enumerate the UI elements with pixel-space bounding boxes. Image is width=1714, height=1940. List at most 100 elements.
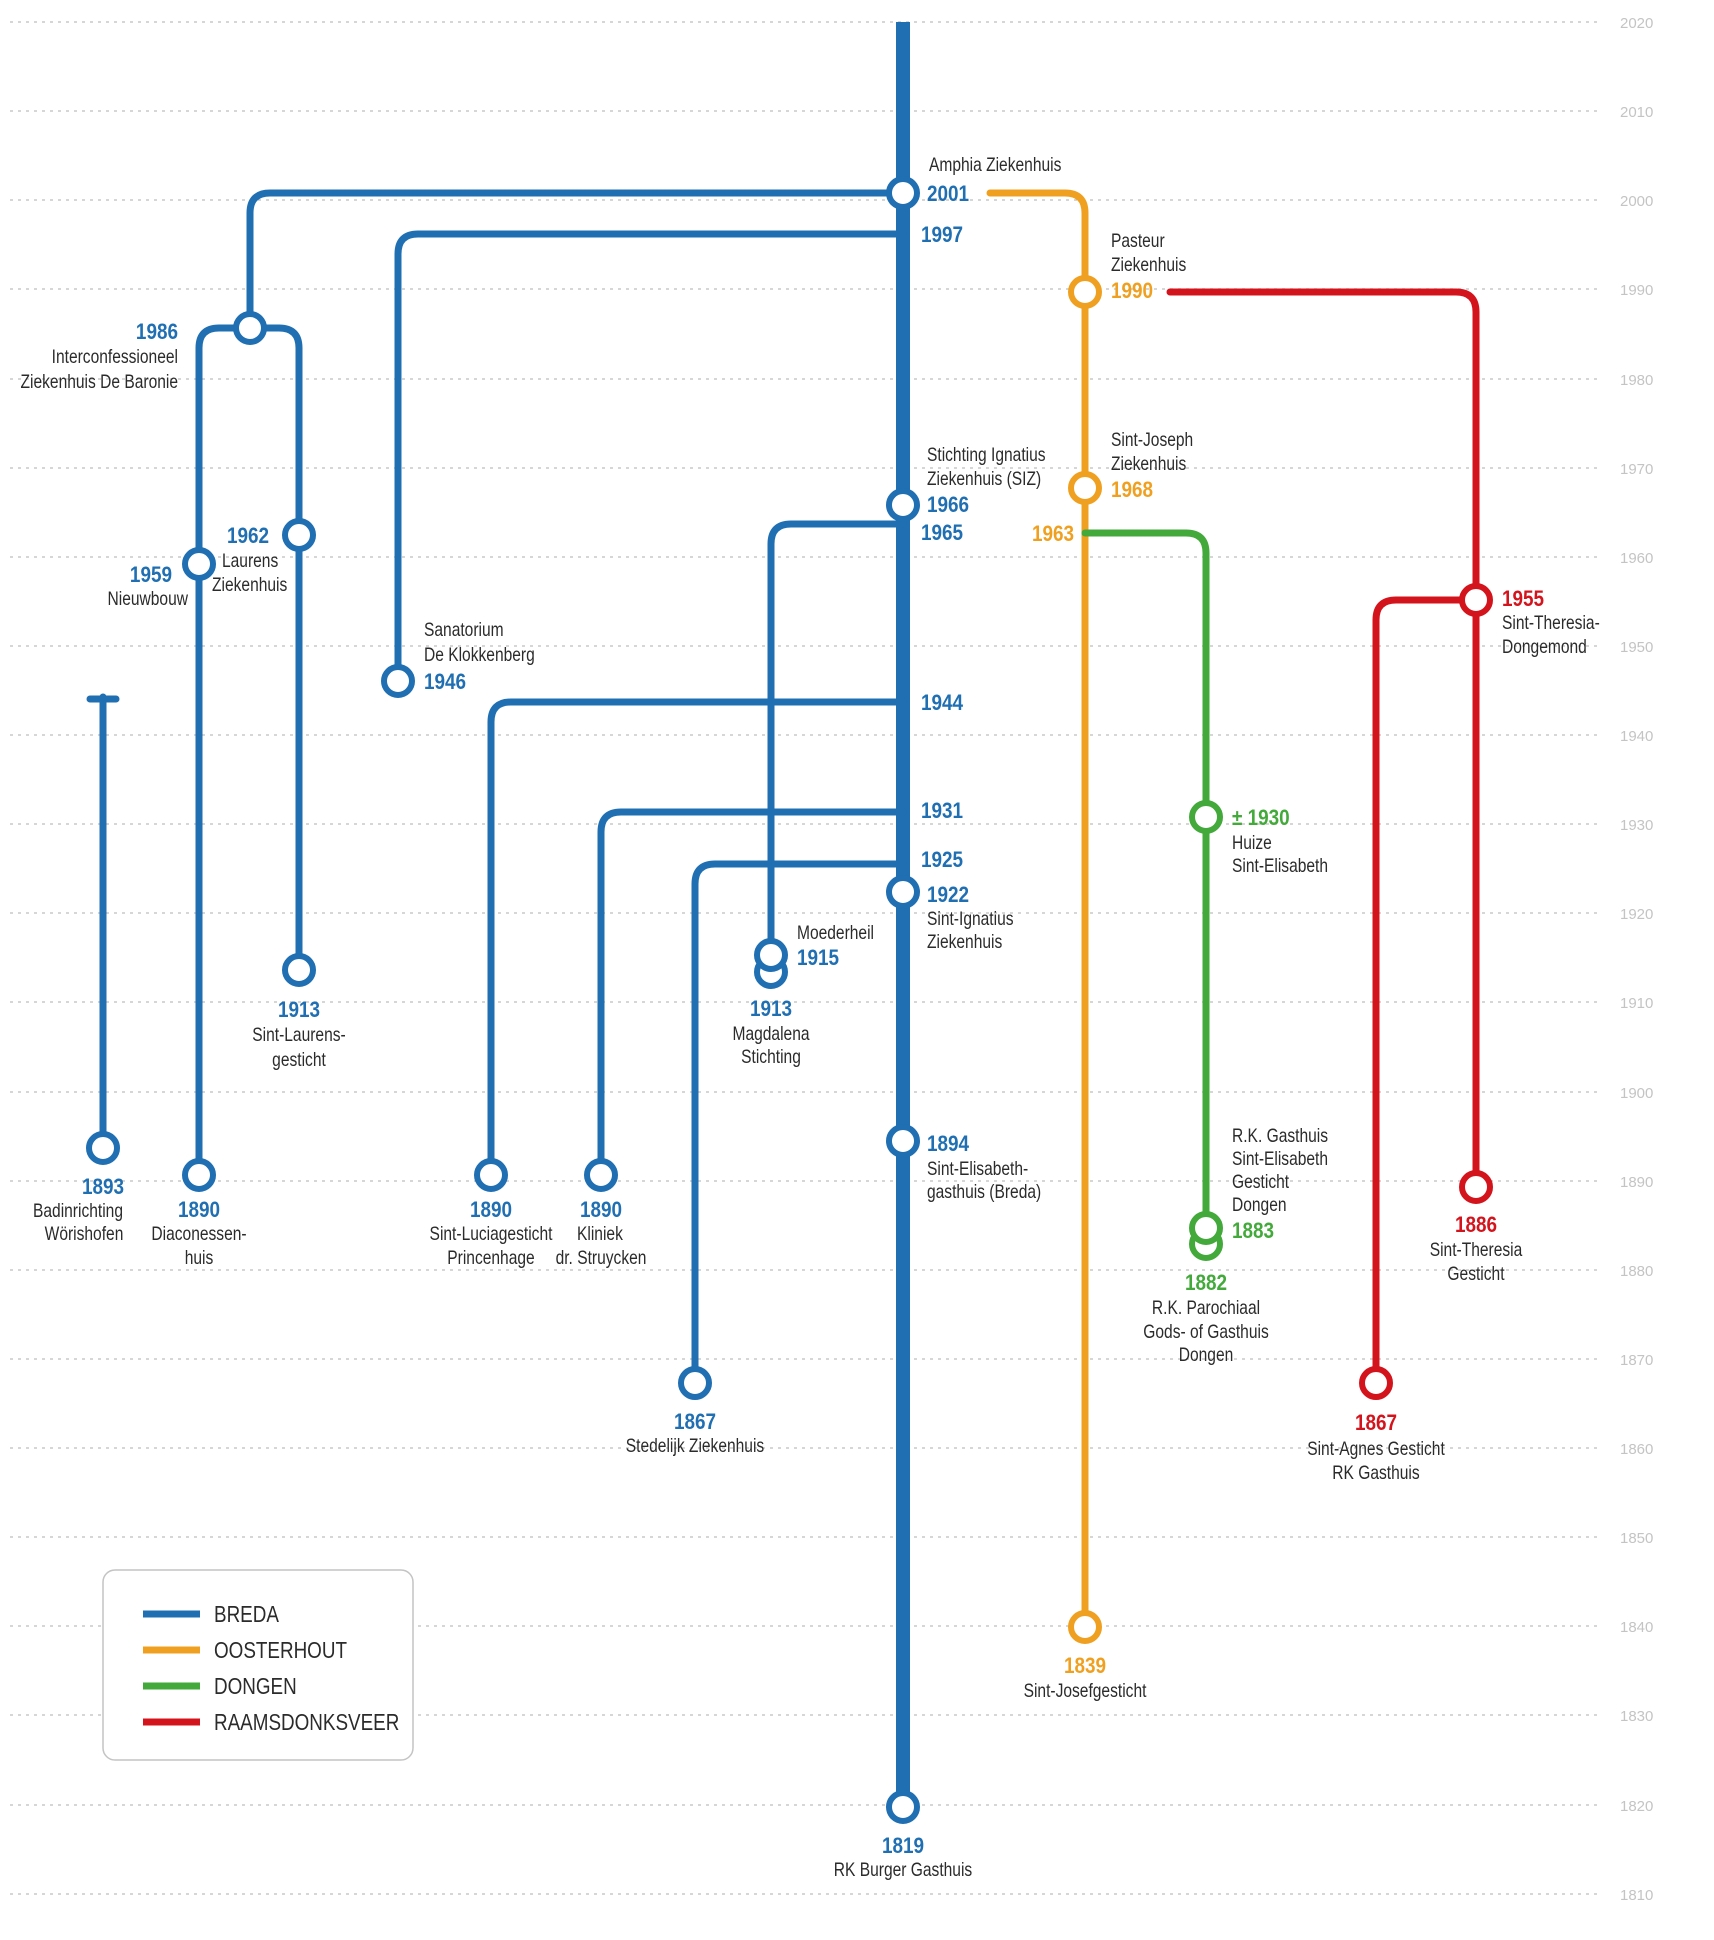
legend-label-raamsdonksveer: RAAMSDONKSVEER bbox=[214, 1710, 399, 1735]
axis-year-label: 1820 bbox=[1620, 1798, 1653, 1815]
label-sintlaurens-year: 1913 bbox=[278, 998, 320, 1023]
label-ignatius-name-1: Sint-Ignatius bbox=[927, 908, 1014, 930]
label-diaconessen-year: 1890 bbox=[178, 1198, 220, 1223]
axis-year-label: 1860 bbox=[1620, 1441, 1653, 1458]
node-pasteur-1990 bbox=[1068, 275, 1102, 309]
label-burger-year: 1819 bbox=[882, 1834, 924, 1859]
axis-year-label: 1840 bbox=[1620, 1619, 1653, 1636]
axis-year-label: 1950 bbox=[1620, 639, 1653, 656]
label-sintjoseph-name-2: Ziekenhuis bbox=[1111, 453, 1187, 475]
label-rk-gasthuis-dongen-year: 1883 bbox=[1232, 1219, 1274, 1244]
node-laurens-1962 bbox=[282, 518, 316, 552]
node-agnes-1867 bbox=[1359, 1366, 1393, 1400]
label-pasteur-name-2: Ziekenhuis bbox=[1111, 254, 1187, 276]
axis-year-label: 2020 bbox=[1620, 15, 1653, 32]
node-diaconessen-1890 bbox=[182, 1158, 216, 1192]
line-klokkenberg bbox=[394, 230, 907, 685]
label-klokkenberg-name-2: De Klokkenberg bbox=[424, 644, 535, 666]
legend-label-dongen: DONGEN bbox=[214, 1674, 297, 1699]
label-worishofen-year: 1893 bbox=[82, 1175, 124, 1200]
legend-label-oosterhout: OOSTERHOUT bbox=[214, 1638, 347, 1663]
label-worishofen-name-1: Badinrichting bbox=[33, 1200, 123, 1222]
node-nieuwbouw-1959 bbox=[182, 547, 216, 581]
label-elisabeth-breda-name-2: gasthuis (Breda) bbox=[927, 1181, 1041, 1203]
label-pasteur-year: 1990 bbox=[1111, 279, 1153, 304]
node-princenhage-1890 bbox=[474, 1158, 508, 1192]
node-amphia-2001 bbox=[886, 176, 920, 210]
dongen-main-line bbox=[1081, 529, 1210, 1246]
line-baronie-to-amphia bbox=[246, 189, 907, 332]
legend-label-breda: BREDA bbox=[214, 1602, 279, 1627]
node-burger-gasthuis-1819 bbox=[886, 1790, 920, 1824]
label-agnes-name-2: RK Gasthuis bbox=[1332, 1462, 1420, 1484]
axis-year-label: 1830 bbox=[1620, 1708, 1653, 1725]
label-theresia-gesticht-name-2: Gesticht bbox=[1447, 1263, 1504, 1285]
axis-year-label: 1930 bbox=[1620, 817, 1653, 834]
node-theresia-1955 bbox=[1459, 583, 1493, 617]
label-huize-elisabeth-year: ± 1930 bbox=[1232, 806, 1290, 831]
junction-year-1931: 1931 bbox=[921, 799, 963, 824]
axis-year-label: 1890 bbox=[1620, 1174, 1653, 1191]
axis-year-label: 1920 bbox=[1620, 906, 1653, 923]
axis-year-label: 2000 bbox=[1620, 193, 1653, 210]
label-theresia-year: 1955 bbox=[1502, 587, 1544, 612]
line-1931-struycken bbox=[597, 808, 907, 1179]
label-sintjoseph-name-1: Sint-Joseph bbox=[1111, 429, 1193, 451]
label-struycken-name-2: dr. Struycken bbox=[556, 1247, 647, 1269]
junction-year-1963: 1963 bbox=[1032, 522, 1074, 547]
axis-year-label: 1980 bbox=[1620, 372, 1653, 389]
axis-year-label: 1960 bbox=[1620, 550, 1653, 567]
label-elisabeth-breda-year: 1894 bbox=[927, 1132, 970, 1157]
dongen-nodes bbox=[1189, 800, 1223, 1261]
label-struycken-year: 1890 bbox=[580, 1198, 622, 1223]
junction-year-1944: 1944 bbox=[921, 691, 964, 716]
year-axis: 2020 2010 2000 1990 1980 1970 1960 1950 … bbox=[1620, 15, 1653, 1904]
label-nieuwbouw-year: 1959 bbox=[130, 563, 172, 588]
label-magdalena-name-2: Stichting bbox=[741, 1046, 801, 1068]
axis-year-label: 1850 bbox=[1620, 1530, 1653, 1547]
label-klokkenberg-year: 1946 bbox=[424, 670, 466, 695]
axis-year-label: 1910 bbox=[1620, 995, 1653, 1012]
label-nieuwbouw-name: Nieuwbouw bbox=[108, 588, 189, 610]
raamsdonksveer-nodes bbox=[1359, 583, 1493, 1400]
label-agnes-year: 1867 bbox=[1355, 1411, 1397, 1436]
label-rk-gasthuis-dongen-name-2: Sint-Elisabeth bbox=[1232, 1148, 1328, 1170]
label-moederheil-year: 1915 bbox=[797, 946, 839, 971]
label-josefgesticht-year: 1839 bbox=[1064, 1654, 1106, 1679]
junction-year-1925: 1925 bbox=[921, 848, 963, 873]
label-stedelijk-name: Stedelijk Ziekenhuis bbox=[626, 1435, 765, 1457]
label-parochiaal-name-2: Gods- of Gasthuis bbox=[1143, 1321, 1269, 1343]
label-sintlaurens-name-1: Sint-Laurens- bbox=[252, 1024, 346, 1046]
label-agnes-name-1: Sint-Agnes Gesticht bbox=[1307, 1438, 1445, 1460]
node-moederheil-1915 bbox=[754, 938, 788, 972]
label-baronie-name-1: Interconfessioneel bbox=[52, 346, 178, 368]
node-elisabeth-breda-1894 bbox=[886, 1124, 920, 1158]
node-worishofen-1893 bbox=[86, 1131, 120, 1165]
label-siz-name-2: Ziekenhuis (SIZ) bbox=[927, 468, 1041, 490]
label-theresia-gesticht-year: 1886 bbox=[1455, 1213, 1497, 1238]
label-princenhage-name-2: Princenhage bbox=[447, 1247, 534, 1269]
node-sintjoseph-1968 bbox=[1068, 471, 1102, 505]
dongen-lines bbox=[1081, 529, 1210, 1246]
axis-year-label: 2010 bbox=[1620, 104, 1653, 121]
node-klokkenberg-1946 bbox=[381, 664, 415, 698]
line-1965-magdalena bbox=[767, 520, 907, 974]
junction-year-1997: 1997 bbox=[921, 223, 963, 248]
label-parochiaal-name-3: Dongen bbox=[1179, 1344, 1234, 1366]
label-struycken-name-1: Kliniek bbox=[577, 1223, 623, 1245]
axis-year-label: 1880 bbox=[1620, 1263, 1653, 1280]
node-rk-gasthuis-dongen-1883 bbox=[1189, 1211, 1223, 1245]
label-parochiaal-year: 1882 bbox=[1185, 1271, 1227, 1296]
label-siz-year: 1966 bbox=[927, 493, 969, 518]
label-ignatius-year: 1922 bbox=[927, 883, 969, 908]
label-theresia-name-1: Sint-Theresia- bbox=[1502, 612, 1600, 634]
label-rk-gasthuis-dongen-name-3: Gesticht bbox=[1232, 1171, 1289, 1193]
node-ignatius-1922 bbox=[886, 875, 920, 909]
label-rk-gasthuis-dongen-name-1: R.K. Gasthuis bbox=[1232, 1125, 1328, 1147]
oosterhout-nodes bbox=[1068, 275, 1102, 1644]
label-ignatius-name-2: Ziekenhuis bbox=[927, 931, 1003, 953]
label-worishofen-name-2: Wörishofen bbox=[45, 1223, 124, 1245]
raamsdonksveer-lines bbox=[1166, 288, 1480, 1387]
label-stedelijk-year: 1867 bbox=[674, 1410, 716, 1435]
